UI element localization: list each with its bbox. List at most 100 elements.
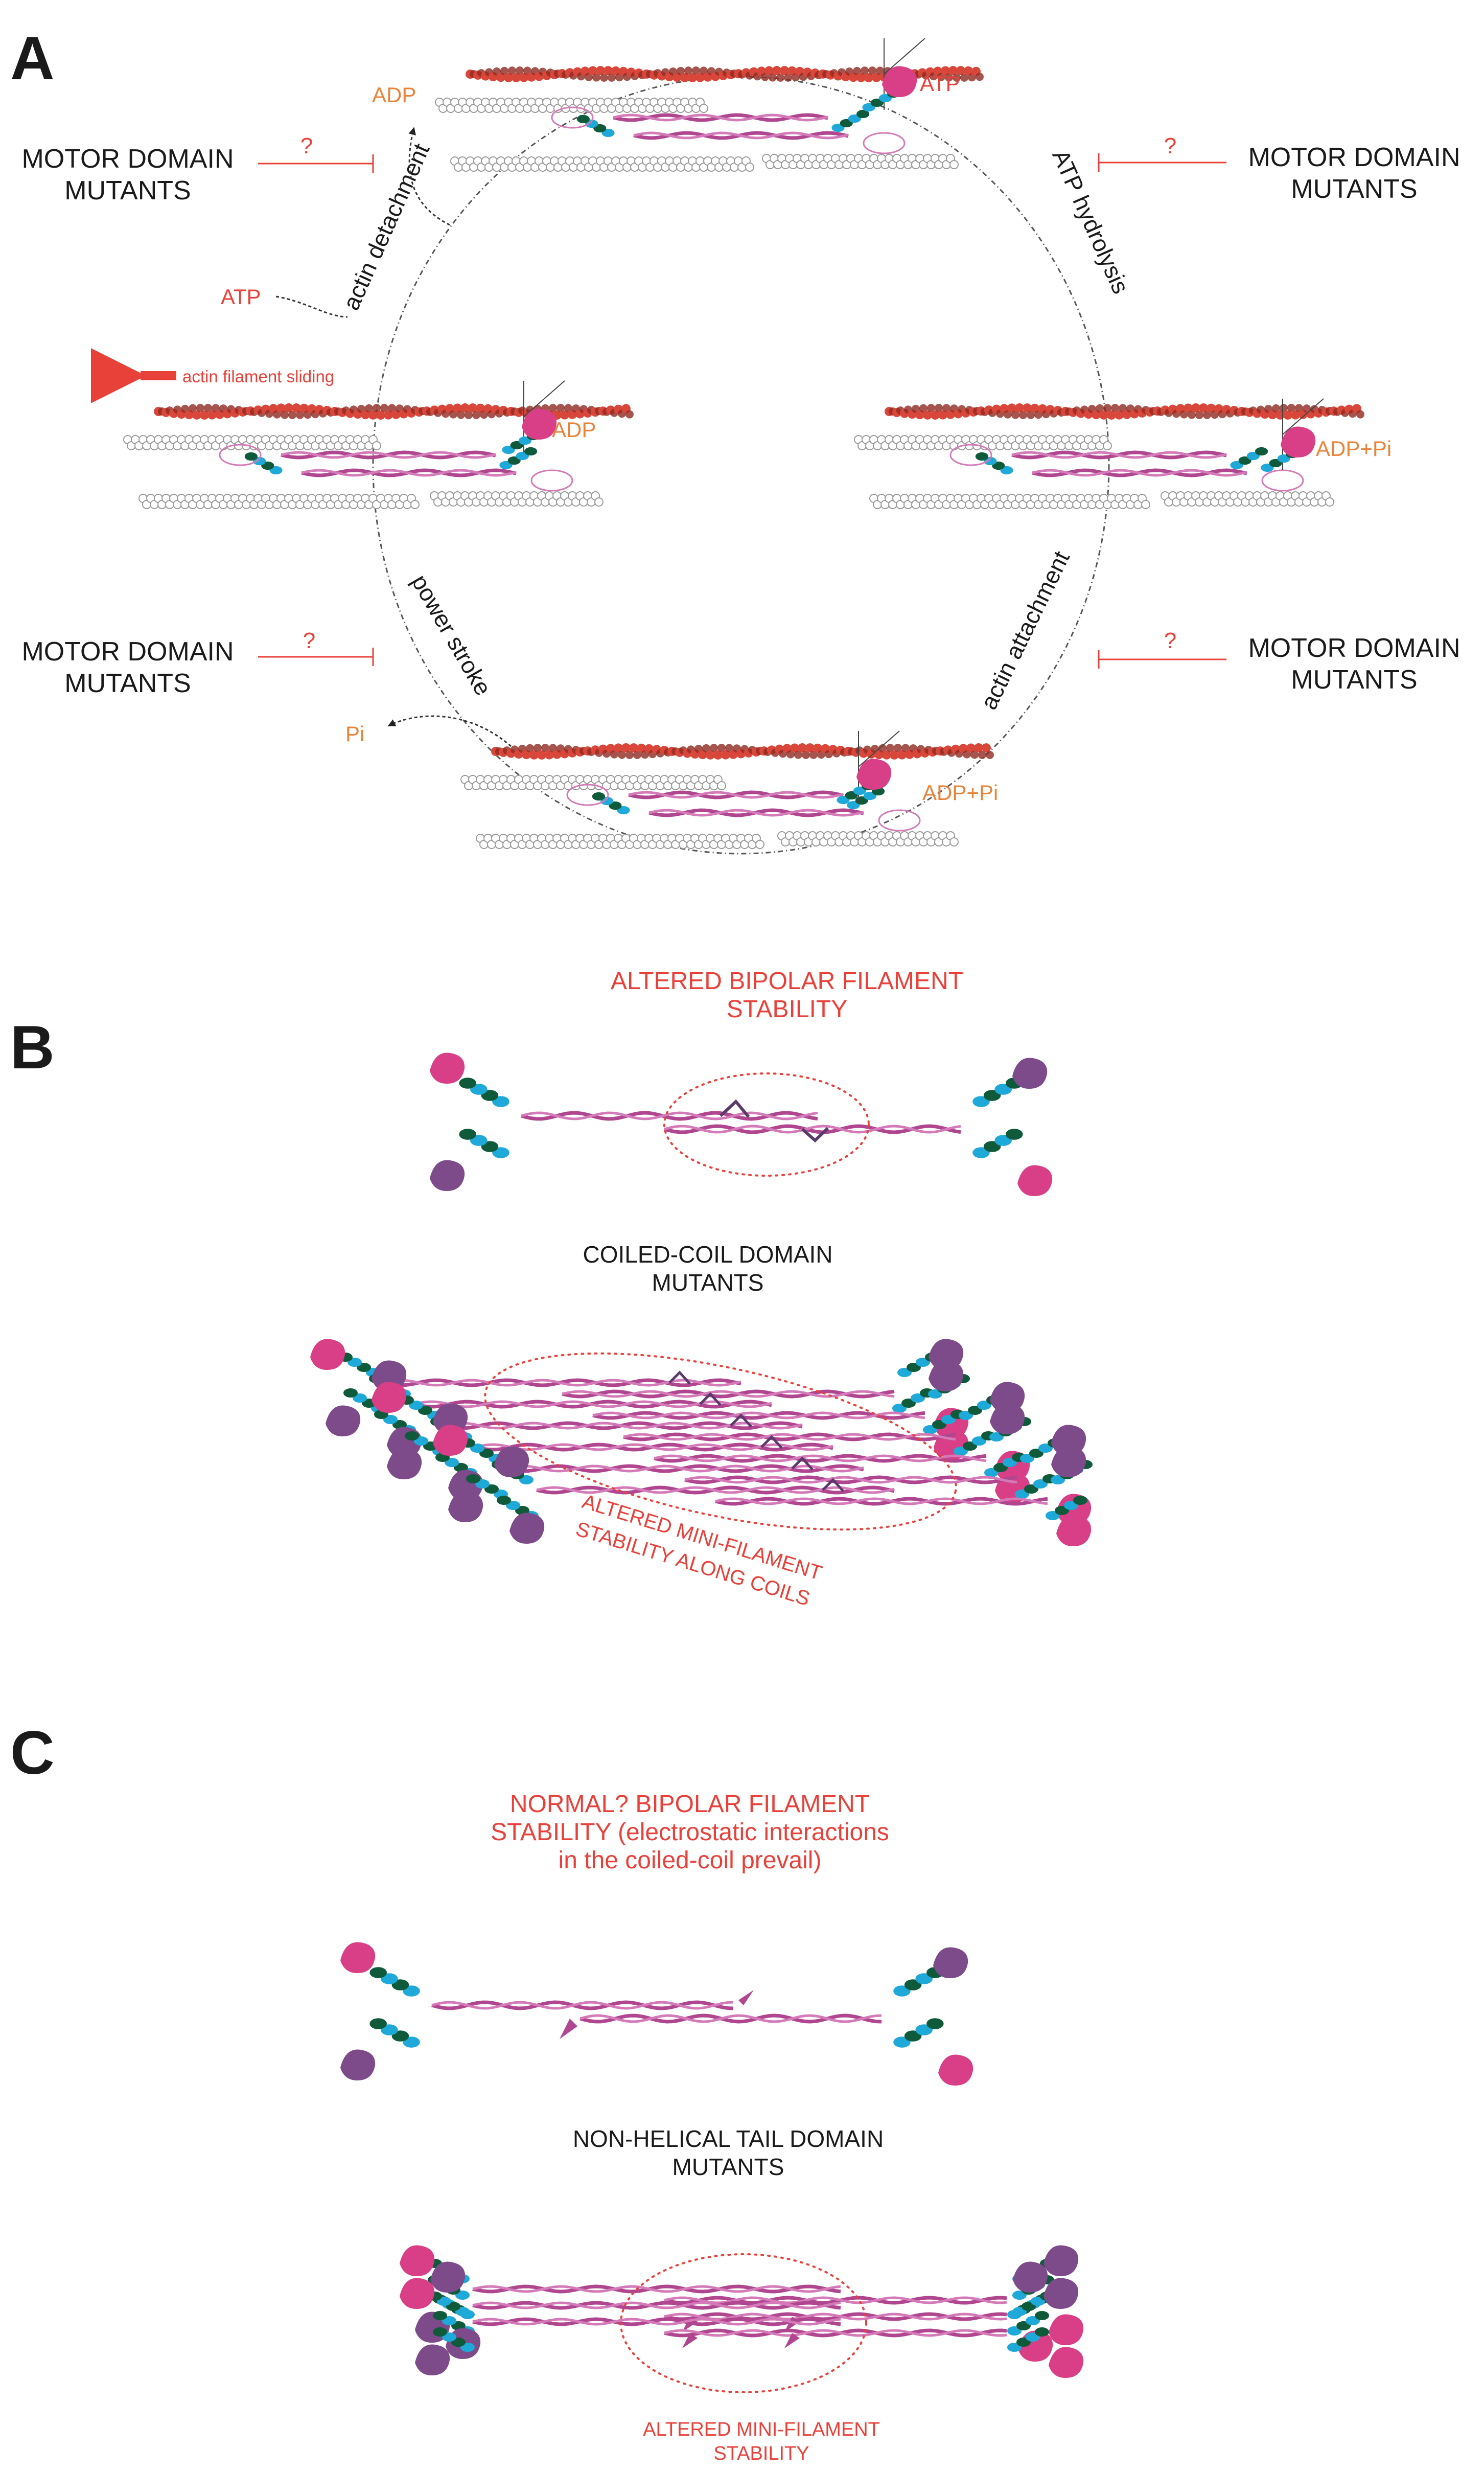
light-chain — [369, 2018, 387, 2029]
motor-outline — [566, 784, 609, 806]
kink — [791, 1456, 814, 1471]
actin-monomer — [1103, 404, 1111, 413]
actin-monomer — [189, 404, 197, 413]
rod-strand — [664, 2313, 1007, 2321]
thick-ring — [755, 840, 764, 849]
actin-monomer — [886, 744, 894, 752]
thick-filament-rings — [1161, 491, 1334, 507]
actin-monomer — [894, 744, 902, 752]
actin-monomer — [695, 73, 705, 82]
actin-monomer — [941, 66, 950, 76]
myosin-head — [522, 408, 557, 440]
actin-monomer — [608, 73, 616, 82]
motor-right-bottom-line2: MUTANTS — [1291, 665, 1417, 695]
myosin-rod — [664, 2296, 1007, 2305]
panel-b-title-line1: ALTERED BIPOLAR FILAMENT — [611, 968, 963, 995]
motor-left-bottom-line2: MUTANTS — [64, 669, 191, 698]
actin-monomer — [784, 73, 792, 82]
myosin-head — [494, 1446, 529, 1477]
lever-arm — [893, 1967, 944, 1997]
thick-filament-rings — [123, 435, 381, 450]
rod-strand — [664, 2296, 1007, 2304]
panel-b-title-line2: STABILITY — [727, 996, 848, 1023]
rod-strand — [579, 2013, 882, 2024]
actin-monomer — [1191, 403, 1200, 413]
actin-monomer — [556, 404, 565, 413]
myosin-head — [1013, 2261, 1048, 2293]
mini-filament-b — [310, 1339, 1093, 1546]
adp-out-arrow — [408, 127, 450, 226]
actin-monomer — [1030, 403, 1039, 413]
actin-monomer — [794, 750, 802, 759]
rod-strand — [715, 1497, 1048, 1506]
actin-monomer — [956, 66, 965, 76]
actin-monomer — [721, 750, 730, 760]
bipolar-filament-c — [340, 1942, 973, 2086]
motor-left-top-line2: MUTANTS — [64, 176, 191, 205]
myosin-rod — [472, 2284, 841, 2294]
rod-strand — [444, 1422, 803, 1430]
actin-monomer — [1011, 410, 1019, 419]
actin-monomer — [621, 743, 631, 753]
actin-monomer — [864, 73, 873, 82]
lever-arm — [369, 1967, 420, 1997]
light-chain — [975, 452, 988, 461]
rod-strand — [664, 1125, 961, 1134]
actin-monomer — [361, 410, 370, 420]
actin-monomer — [1015, 403, 1024, 413]
myosin-rod — [648, 808, 864, 817]
actin-monomer — [516, 66, 524, 75]
actin-monomer — [588, 66, 597, 76]
state-right — [854, 398, 1364, 509]
myosin-head — [1051, 1425, 1086, 1456]
actin-monomer — [1203, 410, 1211, 419]
actin-monomer — [919, 404, 928, 413]
actin-monomer — [725, 744, 733, 752]
myosin-rod — [664, 1124, 961, 1134]
light-chain — [576, 115, 590, 124]
actin-monomer — [942, 404, 950, 413]
question-left-bottom: ? — [303, 628, 315, 653]
myosin-head — [1049, 2347, 1084, 2378]
actin-monomer — [1283, 410, 1292, 420]
actin-monomer — [1188, 410, 1196, 419]
orientation-line — [1282, 398, 1324, 435]
state-right-label: ADP+Pi — [1316, 437, 1392, 461]
thick-ring — [1103, 441, 1112, 450]
mini-filament-c — [400, 2245, 1084, 2378]
actin-monomer — [212, 404, 220, 413]
actin-monomer — [882, 750, 891, 760]
rod-strand — [633, 131, 849, 140]
actin-monomer — [874, 750, 884, 760]
thick-ring — [410, 500, 420, 509]
myosin-head — [326, 1405, 361, 1436]
rod-strand — [472, 2284, 841, 2294]
actin-monomer — [496, 73, 505, 82]
myosin-head — [448, 1491, 483, 1522]
myosin-rod — [536, 1485, 895, 1495]
light-chain — [369, 1967, 387, 1978]
step-actin-detachment: actin detachment — [337, 140, 434, 314]
myosin-head — [433, 1403, 468, 1434]
rod-strand — [562, 1389, 895, 1399]
rod-strand — [623, 1432, 956, 1441]
actin-monomer — [938, 410, 947, 420]
kink — [699, 1392, 722, 1406]
myosin-head — [1044, 2245, 1079, 2276]
actin-monomer — [1099, 410, 1108, 420]
lever-arm — [433, 2327, 475, 2352]
actin-monomer — [564, 404, 572, 413]
myosin-head — [882, 66, 917, 97]
actin-monomer — [700, 66, 708, 75]
actin-monomer — [534, 744, 542, 752]
actin-monomer — [692, 66, 700, 75]
actin-monomer — [368, 410, 378, 420]
light-chain — [459, 1078, 476, 1089]
actin-monomer — [529, 750, 539, 760]
actin-monomer — [610, 750, 618, 759]
rod-strand — [472, 2301, 841, 2309]
lever-arm — [592, 792, 630, 815]
thick-ring — [699, 104, 708, 113]
lever-arm — [459, 1129, 509, 1158]
myosin-rod — [505, 1464, 864, 1473]
